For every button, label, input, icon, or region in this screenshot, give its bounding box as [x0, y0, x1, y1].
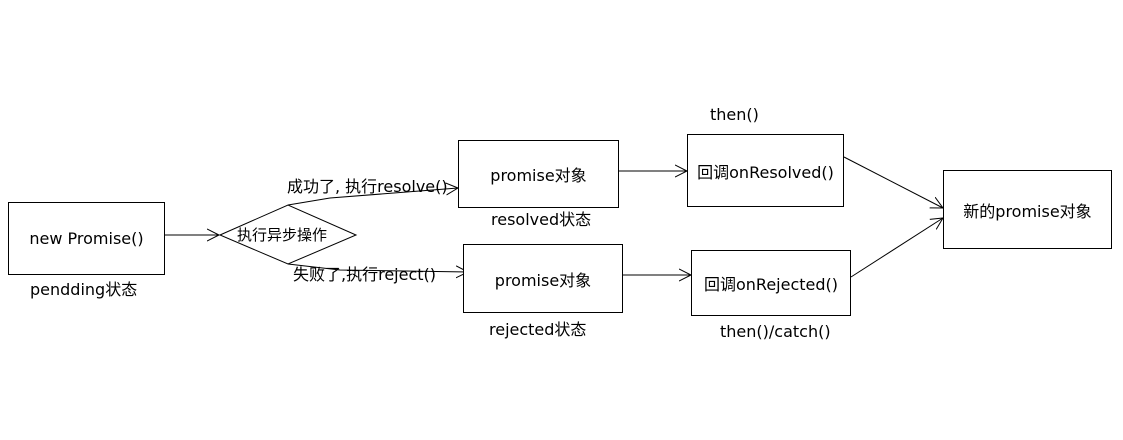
on-resolved-box: 回调onResolved()	[687, 134, 844, 207]
then-catch-label: then()/catch()	[720, 322, 831, 341]
new-promise-box: new Promise()	[8, 202, 165, 275]
promise-rejected-box: promise对象	[463, 244, 623, 313]
rejected-state-label: rejected状态	[489, 320, 587, 339]
new-promise-result-box: 新的promise对象	[943, 170, 1112, 249]
failure-label: 失败了,执行reject()	[293, 265, 437, 284]
arrow-async-to-resolved	[287, 188, 458, 206]
pending-state-label: pendding状态	[30, 280, 138, 299]
arrow-onresolved-to-new	[843, 156, 943, 208]
promise-resolved-box: promise对象	[458, 140, 619, 208]
resolved-state-label: resolved状态	[491, 210, 592, 229]
async-op-diamond	[218, 204, 358, 265]
arrow-async-to-rejected	[287, 263, 468, 272]
async-op-label: 执行异步操作	[237, 226, 328, 244]
on-rejected-box: 回调onRejected()	[691, 250, 851, 316]
then-label: then()	[710, 105, 759, 124]
arrow-onrejected-to-new	[850, 218, 943, 278]
success-label: 成功了, 执行resolve()	[287, 177, 448, 196]
